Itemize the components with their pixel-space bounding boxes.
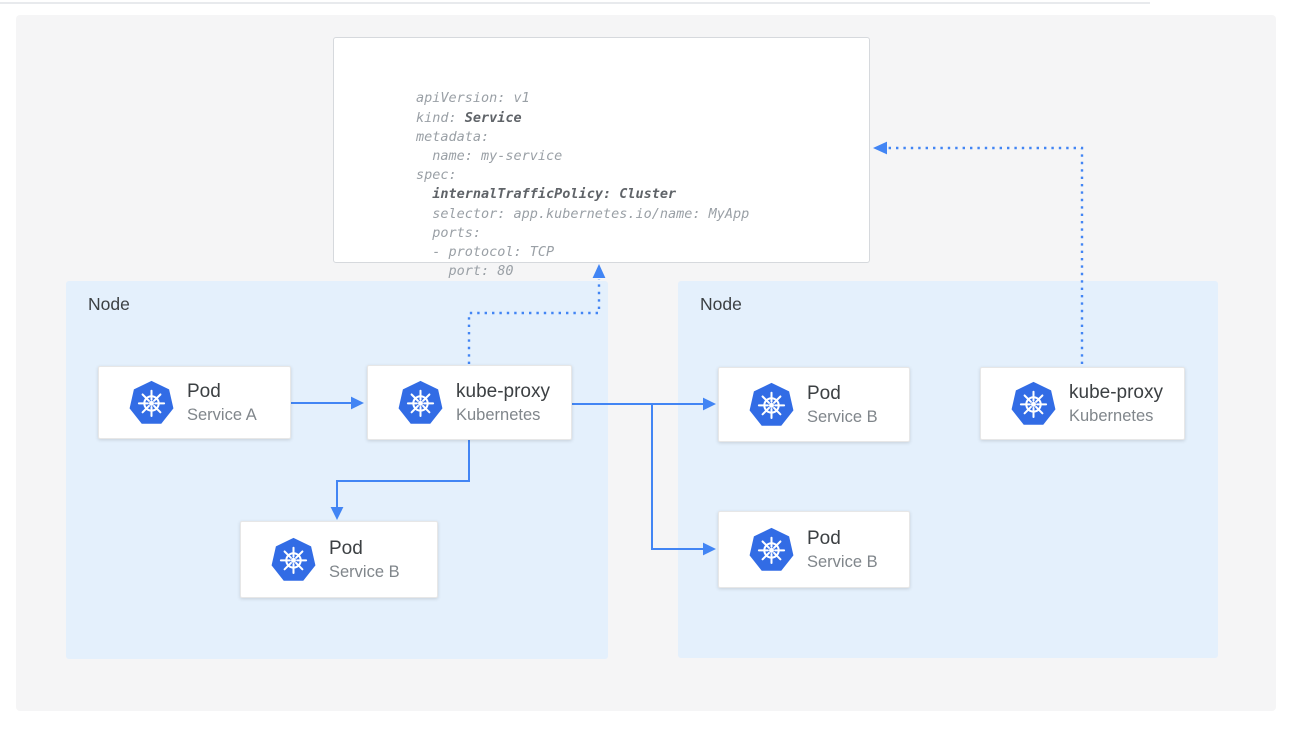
node-panel-2: Node — [678, 281, 1218, 658]
card-pod-service-b-node-2-top: Pod Service B — [718, 367, 910, 442]
card-subtitle: Service B — [807, 552, 878, 571]
yaml-code-line: metadata: — [416, 128, 490, 145]
card-title: Pod — [329, 537, 363, 559]
yaml-code-line: selector: app.kubernetes.io/name: MyApp — [416, 205, 750, 222]
node-1-label: Node — [88, 294, 130, 314]
card-title: kube-proxy — [1069, 381, 1163, 403]
node-2-label: Node — [700, 294, 742, 314]
yaml-code-line: - protocol: TCP — [416, 244, 555, 261]
card-title: Pod — [807, 382, 841, 404]
kubernetes-helm-icon — [749, 382, 794, 426]
kubernetes-helm-icon — [398, 380, 443, 424]
card-kube-proxy-node-2: kube-proxy Kubernetes — [980, 367, 1185, 440]
yaml-code-line: apiVersion: v1 — [416, 90, 530, 107]
yaml-code-line: kind: Service — [416, 109, 522, 126]
kubernetes-helm-icon — [749, 527, 794, 571]
yaml-code-line: internalTrafficPolicy: Cluster — [432, 186, 677, 203]
card-pod-service-b-node-2-bottom: Pod Service B — [718, 511, 910, 588]
kubernetes-helm-icon — [271, 537, 316, 581]
yaml-code: apiVersion: v1 kind: Service metadata: nam… — [416, 89, 869, 300]
card-pod-service-a: Pod Service A — [98, 366, 291, 439]
top-divider — [0, 2, 1150, 4]
card-title: Pod — [187, 380, 221, 402]
card-title: Pod — [807, 527, 841, 549]
card-subtitle: Kubernetes — [1069, 406, 1154, 425]
yaml-code-line: name: my-service — [416, 148, 563, 165]
kubernetes-helm-icon — [129, 380, 174, 424]
yaml-code-line: ports: — [416, 224, 482, 241]
kubernetes-helm-icon — [1011, 381, 1056, 425]
card-subtitle: Kubernetes — [456, 405, 541, 424]
card-subtitle: Service B — [807, 407, 878, 426]
node-panel-1: Node — [66, 281, 608, 659]
yaml-code-line: spec: — [416, 167, 457, 184]
yaml-code-line: port: 80 — [416, 263, 514, 280]
card-subtitle: Service A — [187, 405, 257, 424]
service-yaml-box: apiVersion: v1 kind: Service metadata: nam… — [333, 37, 870, 298]
card-subtitle: Service B — [329, 562, 400, 581]
card-pod-service-b-node-1: Pod Service B — [240, 521, 438, 598]
card-title: kube-proxy — [456, 380, 550, 402]
card-kube-proxy-node-1: kube-proxy Kubernetes — [367, 365, 572, 440]
